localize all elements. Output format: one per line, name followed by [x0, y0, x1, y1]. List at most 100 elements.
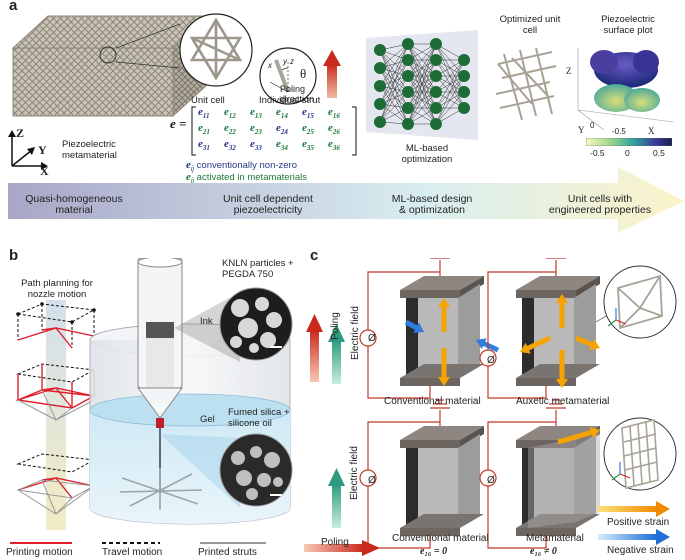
nn-node	[430, 118, 442, 130]
meter-symbol-3: Ø	[368, 475, 376, 486]
progress-arrow	[8, 167, 684, 233]
aux-strain-right-head	[589, 339, 600, 351]
meta-bot-wire	[487, 410, 557, 549]
legend-conv-text: conventionally non-zero	[196, 160, 297, 171]
nn-edge	[379, 43, 409, 87]
nn-edge	[407, 43, 437, 109]
callout-lines	[115, 23, 181, 69]
stage-3-label: ML-based design & optimization	[391, 193, 473, 216]
strain-down-head	[438, 377, 450, 386]
nn-edge	[407, 91, 437, 125]
auxetic-top-label: Auxetic metamaterial	[516, 396, 610, 407]
colorbar-tick-0: -0.5	[590, 148, 605, 158]
aux-top-side	[574, 284, 596, 378]
meta-bot-top-face	[516, 440, 576, 448]
nn-node	[402, 54, 414, 66]
conv-top-top-face	[400, 290, 460, 298]
legend-meta-sub: ij	[190, 177, 195, 185]
metamaterial-bottom-eq: e₁₆ ≠ 0	[530, 546, 557, 557]
matrix-cell: e31	[198, 138, 210, 153]
nn-edge	[379, 43, 409, 105]
stage-1-label: Quasi-homogeneous material	[25, 193, 123, 216]
neural-network-diagram	[366, 30, 478, 140]
field-arrow-bottom-head	[328, 468, 345, 486]
meta-bot-side	[574, 434, 596, 528]
inset-axis-y	[607, 319, 617, 327]
nn-node	[402, 118, 414, 130]
conventional-bottom-label: Conventional material	[392, 533, 489, 544]
efield-top-label: Electric field	[350, 306, 361, 360]
gel-label: Gel	[200, 414, 215, 425]
conventional-top-label: Conventional material	[384, 396, 481, 407]
unit-cell-label: Unit cell	[191, 95, 225, 106]
conv-bot-meter-icon	[359, 469, 377, 487]
ml-label: ML-based optimization	[401, 143, 453, 165]
matrix-cell: e26	[328, 122, 340, 137]
nn-node	[458, 102, 470, 114]
aux-inset-lattice	[619, 306, 663, 329]
panel-a-letter: a	[9, 0, 18, 14]
poling-bottom-shaft	[304, 544, 364, 552]
aux-strain-left	[525, 335, 552, 352]
nn-edge	[379, 75, 409, 123]
nn-edge	[379, 91, 409, 123]
nn-node	[458, 70, 470, 82]
matrix-cell: e15	[302, 106, 314, 121]
meta-bot-side-electrode	[522, 448, 534, 528]
surface-x-label: X	[648, 126, 655, 136]
nn-node	[374, 80, 386, 92]
nn-edge	[379, 49, 409, 109]
nn-node	[402, 86, 414, 98]
matrix-brackets	[191, 106, 357, 156]
ink-label: Ink	[200, 316, 213, 327]
matrix-lhs: e =	[170, 116, 187, 131]
stage-4-label: Unit cells with engineered properties	[548, 193, 652, 216]
optimized-cell-image	[495, 47, 557, 121]
matrix-cell: e36	[328, 138, 340, 153]
nn-edge	[379, 49, 409, 93]
nn-edge	[407, 59, 437, 125]
legend-lines	[10, 542, 266, 544]
meta-inset-lattice	[629, 421, 651, 487]
aux-top-bottom-electrode	[516, 364, 600, 378]
strut-label: Individual strut	[259, 95, 321, 106]
matrix-cell: e13	[250, 106, 262, 121]
meta-bot-bottom-face	[516, 528, 576, 536]
poling-arrow-head	[306, 314, 323, 332]
conv-bot-side-electrode	[406, 448, 418, 528]
nn-node	[430, 102, 442, 114]
legend-meta-text: activated in metamaterials	[196, 172, 308, 183]
nn-edge	[435, 91, 465, 125]
nn-edge	[379, 49, 409, 77]
legend-conv-sub: ij	[190, 165, 195, 173]
conv-top-wire	[367, 260, 441, 399]
aux-top-top-face	[516, 290, 576, 298]
nn-edge	[379, 43, 409, 69]
aux-top-wire	[487, 260, 557, 399]
colorbar	[586, 138, 672, 146]
conv-top-side-electrode	[406, 298, 418, 378]
matrix-cell: e22	[224, 122, 236, 137]
legend-conventional: eij conventionally non-zero	[186, 160, 297, 175]
ink-sem-image	[219, 287, 293, 361]
conv-bot-bottom-electrode	[400, 514, 484, 528]
aux-top-bottom-face	[516, 378, 576, 386]
strut-z-symbol: z	[290, 57, 294, 66]
meter-symbol-4: Ø	[487, 475, 495, 486]
stage-2-label: Unit cell dependent piezoelectricity	[223, 193, 313, 216]
nn-node	[374, 98, 386, 110]
legend-conv-symbol: e	[186, 159, 191, 171]
meta-bot-bottom-electrode	[516, 514, 600, 528]
inset-axis-x	[615, 319, 627, 325]
particles-label: KNLN particles + PEGDA 750	[222, 258, 294, 280]
strain-in-left-head	[413, 322, 424, 333]
aux-strain-up-head	[556, 294, 568, 303]
colorbar-tick-2: 0.5	[653, 148, 665, 158]
path-planning-label: Path planning for nozzle motion	[21, 278, 93, 300]
matrix-cell: e33	[250, 138, 262, 153]
conv-bot-top-electrode	[400, 426, 484, 440]
negative-strain-head	[656, 529, 670, 545]
optimized-label: Optimized unit cell	[499, 14, 561, 36]
nn-node	[458, 86, 470, 98]
